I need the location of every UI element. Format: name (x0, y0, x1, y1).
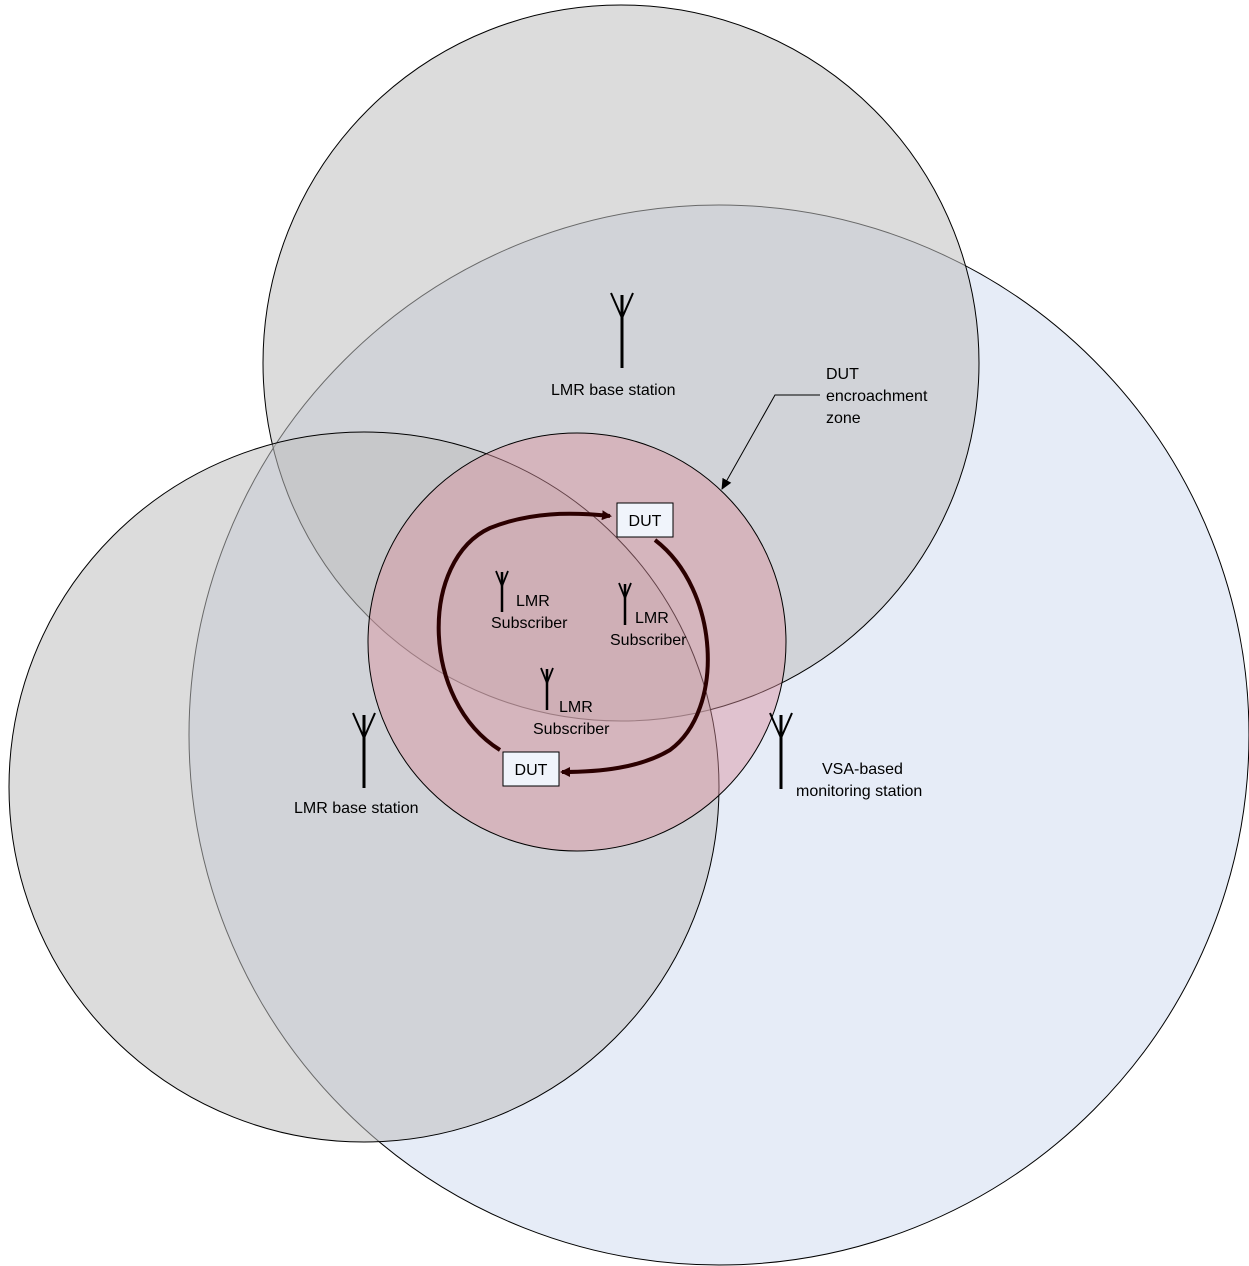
antenna-icon (540, 667, 554, 710)
dut-zone-label-line1: DUT (826, 366, 859, 383)
zone-pointer-line (721, 394, 820, 490)
dut-bottom-label: DUT (515, 762, 548, 779)
antenna-icon (769, 712, 793, 789)
subscriber-1-label-line1: LMR (516, 593, 550, 610)
dut-zone-label-line2: encroachment (826, 388, 928, 405)
subscriber-2-label-line2: Subscriber (610, 632, 687, 649)
antenna-icon (495, 570, 509, 612)
dut-box-bottom: DUT (502, 751, 560, 787)
dut-path-arrow-top (436, 510, 612, 752)
lmr-base-station-top-label: LMR base station (551, 382, 676, 399)
dut-box-top: DUT (616, 502, 674, 538)
subscriber-1-label-line2: Subscriber (491, 615, 568, 632)
antenna-icon (352, 712, 376, 788)
subscriber-3-label-line2: Subscriber (533, 721, 610, 738)
dut-zone-label-line3: zone (826, 410, 861, 427)
vsa-label-line2: monitoring station (796, 783, 922, 800)
antenna-icon (610, 292, 634, 368)
vsa-label-line1: VSA-based (822, 761, 903, 778)
lmr-base-station-left-label: LMR base station (294, 800, 419, 817)
dut-path-arrow-bottom (560, 538, 710, 777)
dut-encroachment-zone (367, 432, 787, 852)
antenna-icon (618, 582, 632, 625)
subscriber-3-label-line1: LMR (559, 699, 593, 716)
subscriber-2-label-line1: LMR (635, 610, 669, 627)
dut-top-label: DUT (629, 513, 662, 530)
